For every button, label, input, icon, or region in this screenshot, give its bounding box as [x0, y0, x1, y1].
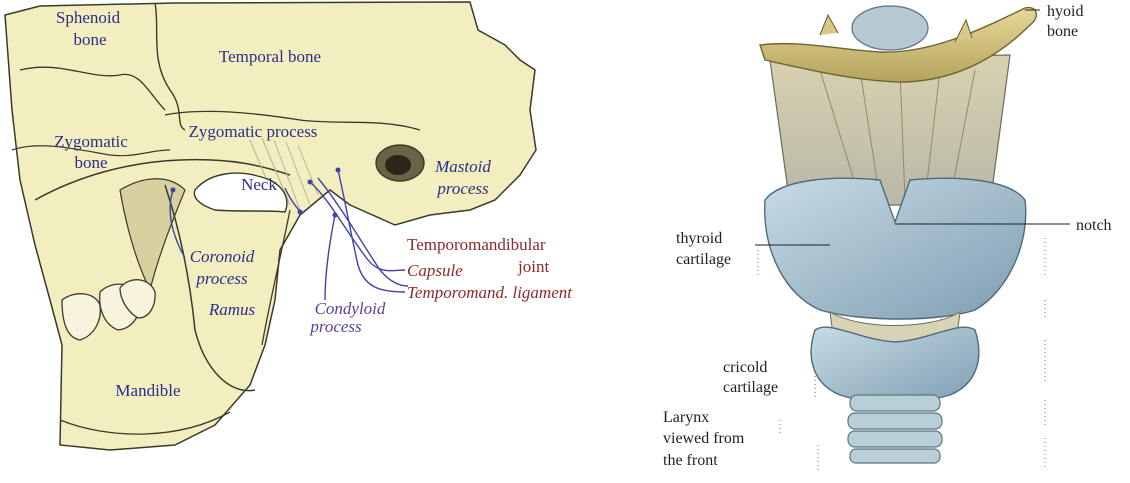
label-zygomatic-process: Zygomatic process: [189, 122, 318, 141]
label-cricoid-1: cricold: [723, 359, 767, 376]
label-thyroid-1: thyroid: [676, 230, 722, 247]
label-zygomatic-1: Zygomatic: [54, 132, 128, 151]
label-zygomatic-2: bone: [74, 153, 107, 172]
label-larynx-1: Larynx: [663, 409, 709, 426]
label-capsule: Capsule: [407, 261, 463, 280]
label-ligament: Temporomand. ligament: [407, 283, 573, 302]
label-hyoid-2: bone: [1047, 23, 1078, 40]
label-coronoid-2: process: [195, 269, 248, 288]
label-condyloid-2: process: [309, 317, 362, 336]
label-tmj-1: Temporomandibular: [407, 235, 546, 254]
label-cricoid-2: cartilage: [723, 379, 778, 396]
label-condyloid-1: Condyloid: [315, 299, 386, 318]
label-tmj-2: joint: [517, 257, 549, 276]
label-hyoid-1: hyoid: [1047, 3, 1083, 20]
label-mastoid-2: process: [436, 179, 489, 198]
label-temporal-bone: Temporal bone: [219, 47, 321, 66]
label-coronoid-1: Coronoid: [190, 247, 255, 266]
label-sphenoid-1: Sphenoid: [56, 8, 121, 27]
label-thyroid-2: cartilage: [676, 251, 731, 268]
label-neck: Neck: [241, 175, 277, 194]
cranium-shape: [5, 2, 536, 450]
label-sphenoid-2: bone: [73, 30, 106, 49]
label-ramus: Ramus: [208, 300, 256, 319]
label-mandible: Mandible: [115, 381, 180, 400]
label-larynx-2: viewed from: [663, 430, 745, 447]
label-larynx-3: the front: [663, 452, 718, 469]
trachea-shape: [848, 395, 942, 463]
skull-illustration: [5, 2, 536, 450]
larynx-illustration: [760, 6, 1036, 463]
label-mastoid-1: Mastoid: [434, 157, 491, 176]
label-notch: notch: [1076, 217, 1112, 234]
